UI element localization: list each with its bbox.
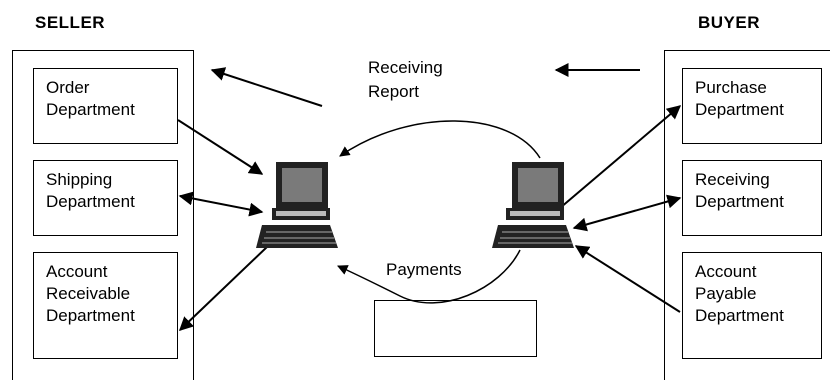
- receiving-report-label-line-1: Receiving: [368, 58, 443, 77]
- payable-to-computer-arrow: [574, 245, 681, 313]
- payments-label: Payments: [386, 260, 462, 279]
- order-to-computer-arrow: [177, 119, 264, 175]
- shipping-department-line-1: Shipping: [46, 170, 113, 189]
- order-department-line-1: Order: [46, 78, 90, 97]
- seller-computer-icon: [256, 162, 338, 248]
- account-payable-line-2: Payable: [695, 284, 757, 303]
- blank-document-box: [374, 300, 537, 357]
- buyer-computer-icon: [492, 162, 574, 248]
- computer-to-purchase-arrow: [559, 105, 682, 209]
- payments-curve: [337, 249, 521, 304]
- computer-to-receivable-arrow: [178, 245, 269, 331]
- purchase-department-box: Purchase Department: [682, 68, 822, 144]
- flow-diagram-graphics: [177, 63, 682, 331]
- account-payable-line-1: Account: [695, 262, 757, 281]
- order-department-box: Order Department: [33, 68, 178, 144]
- purchase-department-line-1: Purchase: [695, 78, 767, 97]
- purchase-department-line-2: Department: [695, 100, 784, 119]
- receiving-department-box: Receiving Department: [682, 160, 822, 236]
- account-receivable-line-2: Receivable: [46, 284, 131, 303]
- seller-heading: SELLER: [35, 13, 106, 32]
- header-arrow-left: [210, 67, 323, 107]
- receiving-department-line-1: Receiving: [695, 170, 770, 189]
- shipping-department-box: Shipping Department: [33, 160, 178, 236]
- account-receivable-department-box: Account Receivable Department: [33, 252, 178, 359]
- receiving-report-label: Receiving Report: [368, 56, 443, 104]
- account-receivable-line-3: Department: [46, 306, 135, 325]
- receiving-report-label-line-2: Report: [368, 82, 420, 101]
- receiving-computer-arrow: [572, 194, 682, 232]
- order-department-line-2: Department: [46, 100, 135, 119]
- shipping-department-line-2: Department: [46, 192, 135, 211]
- account-payable-line-3: Department: [695, 306, 784, 325]
- buyer-heading: BUYER: [698, 13, 761, 32]
- account-payable-department-box: Account Payable Department: [682, 252, 822, 359]
- account-receivable-line-1: Account: [46, 262, 108, 281]
- shipping-computer-arrow: [178, 191, 264, 217]
- receiving-department-line-2: Department: [695, 192, 784, 211]
- receiving-report-curve: [339, 120, 541, 159]
